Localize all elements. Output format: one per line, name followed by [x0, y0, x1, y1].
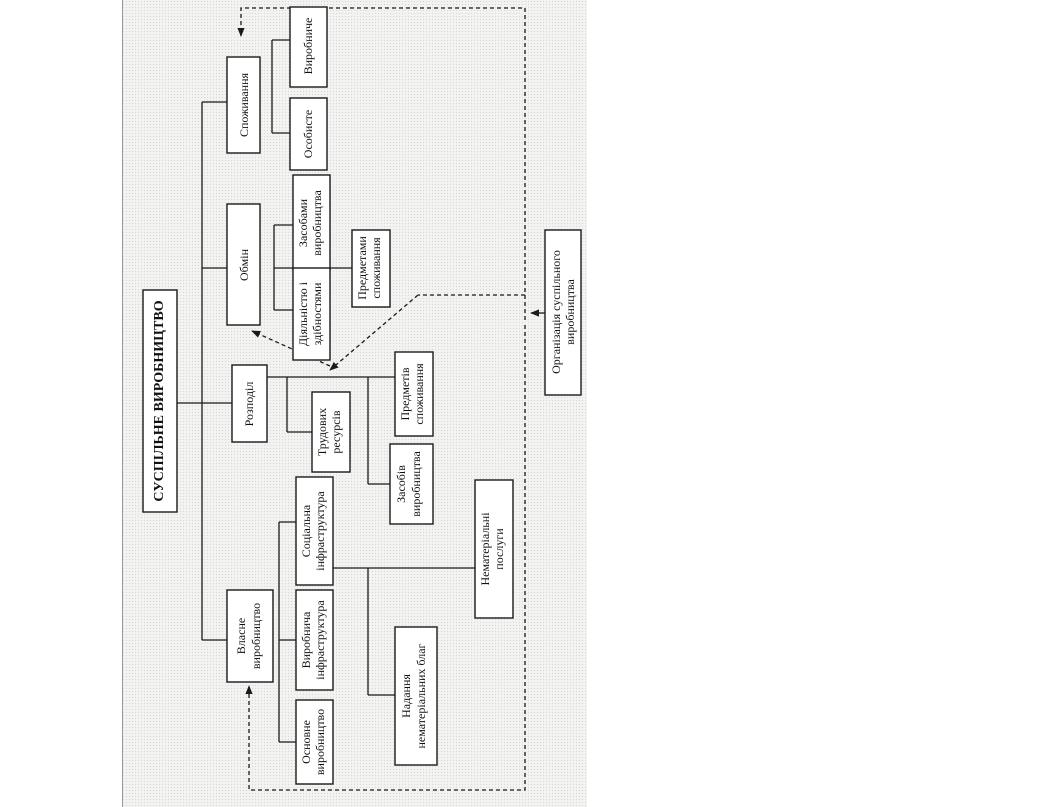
phase-production: Власне виробництво [226, 589, 274, 683]
phase-exchange: Обмін [226, 203, 261, 326]
production-basic-line1: Основне [299, 720, 313, 764]
exchange-consumer-goods-line2: споживання [369, 237, 383, 299]
production-production-infra-line1: Виробнича [299, 611, 313, 668]
production-immaterial-services-line2: послуги [492, 528, 506, 570]
production-basic-line2: виробництво [313, 709, 327, 775]
production-social-infra: Соціальна інфраструктура [295, 476, 334, 586]
distribution-means-line1: Засобів [394, 465, 408, 503]
phase-distribution-label: Розподіл [242, 382, 256, 427]
exchange-means-line1: Засобами [296, 198, 310, 247]
production-immaterial-goods: Надання нематеріальних благ [394, 626, 438, 766]
exchange-consumer-goods: Предметами споживання [351, 229, 391, 308]
consumption-productive-label: Виробниче [301, 18, 315, 75]
production-immaterial-services: Нематеріальні послуги [474, 479, 514, 619]
phase-production-line2: виробництво [249, 603, 263, 669]
production-social-infra-line1: Соціальна [299, 504, 313, 557]
production-basic: Основне виробництво [295, 699, 334, 785]
paper-background [122, 0, 587, 807]
consumption-personal-label: Особисте [301, 110, 315, 158]
phase-distribution: Розподіл [231, 364, 268, 443]
distribution-means-line2: виробництва [409, 451, 423, 517]
exchange-activity-line1: Діяльністю і [296, 281, 310, 346]
distribution-consumer-goods-line1: Предметів [398, 367, 412, 420]
organization-line2: виробництва [563, 279, 577, 345]
production-production-infra-line2: інфраструктура [313, 600, 327, 680]
organization-line1: Організація суспільного [549, 250, 563, 374]
distribution-means: Засобів виробництва [389, 443, 434, 525]
phase-exchange-label: Обмін [237, 248, 251, 281]
production-immaterial-goods-line1: Надання [399, 674, 413, 718]
distribution-labor-line2: ресурсів [329, 410, 343, 453]
production-production-infra: Виробнича інфраструктура [295, 589, 334, 691]
production-immaterial-services-line1: Нематеріальні [478, 512, 492, 586]
phase-consumption: Споживання [226, 56, 261, 154]
distribution-consumer-goods: Предметів споживання [394, 351, 434, 437]
consumption-productive: Виробниче [289, 6, 328, 88]
connector-lines [177, 39, 475, 743]
production-immaterial-goods-line2: нематеріальних благ [414, 643, 428, 748]
distribution-consumer-goods-line2: споживання [412, 363, 426, 425]
page-edge [122, 0, 123, 807]
production-social-infra-line2: інфраструктура [313, 491, 327, 571]
distribution-labor-line1: Трудових [315, 408, 329, 456]
title-box: СУСПІЛЬНЕ ВИРОБНИЦТВО [142, 289, 178, 513]
exchange-activity: Діяльністю і здібностями [292, 267, 331, 361]
organization-box: Організація суспільного виробництва [544, 229, 582, 396]
phase-consumption-label: Споживання [237, 73, 251, 138]
phase-production-line1: Власне [234, 618, 248, 654]
exchange-means-line2: виробництва [310, 190, 324, 256]
diagram-title: СУСПІЛЬНЕ ВИРОБНИЦТВО [152, 300, 167, 501]
exchange-activity-line2: здібностями [310, 282, 324, 345]
consumption-personal: Особисте [289, 97, 328, 171]
exchange-consumer-goods-line1: Предметами [355, 236, 369, 300]
distribution-labor: Трудових ресурсів [311, 391, 351, 473]
exchange-means: Засобами виробництва [292, 174, 331, 271]
